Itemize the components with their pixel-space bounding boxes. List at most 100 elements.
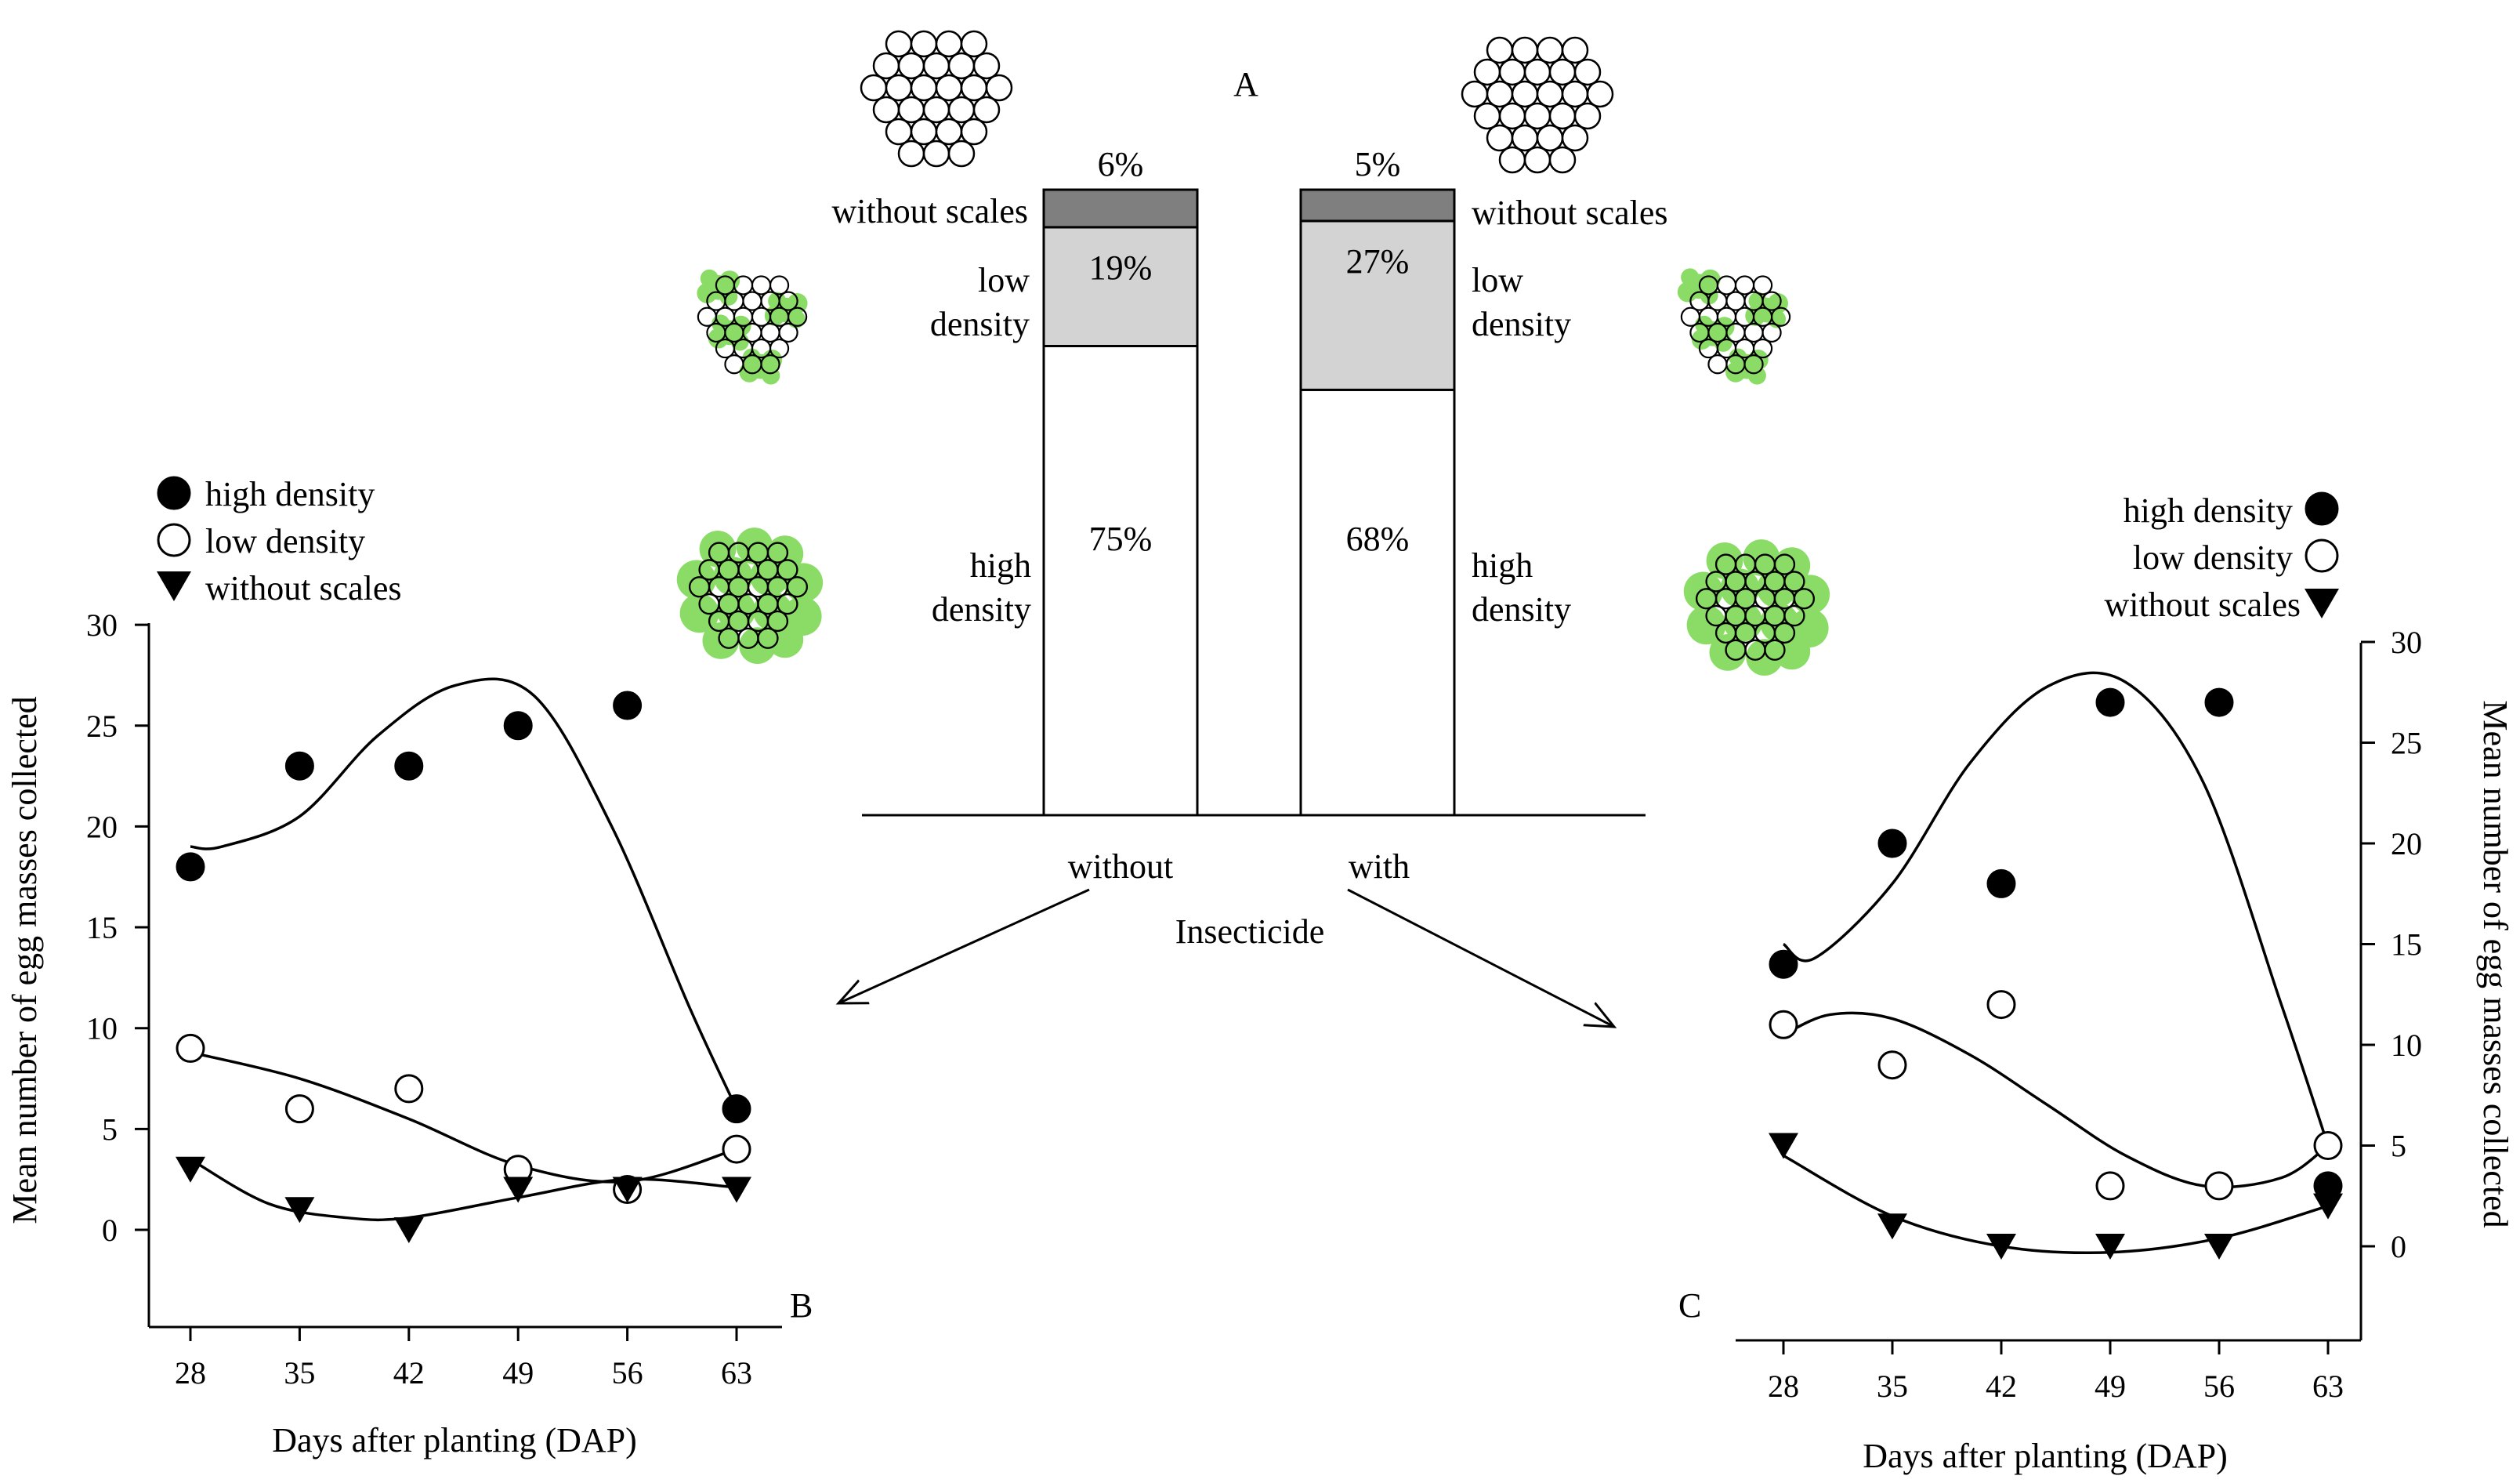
panel-c-x-axis-title: Days after planting (DAP) (1863, 1437, 2228, 1475)
point-without-scales-49 (503, 1177, 534, 1203)
egg-mass-high-density-icon-right (1683, 539, 1830, 676)
bar-label-with-low-density: 27% (1346, 242, 1410, 281)
panel-b-points (176, 691, 751, 1243)
point-without-scales-56 (612, 1177, 643, 1203)
egg-mass-high-density-icon-left (676, 528, 824, 665)
y-tick-label-10: 10 (2391, 1028, 2422, 1063)
panel-a-label: A (1233, 65, 1258, 103)
panel-a-right-label-without-scales: without scales (1472, 194, 1668, 232)
point-high-density-35 (1877, 829, 1907, 858)
panel-c-points (1769, 687, 2343, 1260)
point-low-density-49 (2095, 1171, 2125, 1201)
legend-c-low-density-label: low density (2133, 538, 2293, 577)
bar-label-without-without-scales: 6% (1098, 145, 1144, 183)
point-low-density-28 (1769, 1010, 1798, 1039)
y-tick-label-10: 10 (86, 1011, 118, 1046)
panel-c-fit-curves (1782, 671, 2330, 1255)
point-high-density-35 (284, 751, 314, 781)
legend-c-low-density-marker (2305, 538, 2339, 573)
x-tick-label-35: 35 (284, 1355, 315, 1391)
fit-curve-without-scales (1783, 1154, 2329, 1255)
panel-a-left-label-density-high: density (932, 590, 1031, 629)
x-tick-label-49: 49 (2095, 1369, 2126, 1404)
x-tick-label-56: 56 (2203, 1369, 2235, 1404)
point-low-density-35 (1877, 1050, 1907, 1080)
y-tick-label-5: 5 (2391, 1129, 2406, 1164)
bar-segment-without-without-scales (1042, 188, 1199, 229)
egg-mass-without-scales-icon-right (1461, 36, 1614, 174)
bar-label-without-low-density: 19% (1089, 248, 1153, 287)
legend-b-low-density-label: low density (205, 522, 365, 560)
x-tick-label-28: 28 (1768, 1369, 1799, 1404)
point-without-scales-56 (2204, 1234, 2234, 1260)
panel-c-legend: high density low density without scales (2104, 491, 2339, 624)
point-high-density-49 (503, 711, 533, 741)
panel-a-left-label-high: high (970, 546, 1031, 585)
panel-b-y-axis-title: Mean number of egg masses collected (5, 696, 44, 1224)
fit-curve-without-scales (190, 1158, 737, 1222)
point-low-density-28 (176, 1033, 205, 1063)
panel-a-category-with: with (1349, 847, 1410, 886)
panel-a-stacked-bar-chart: A 75%19%6%68%27%5% without with Insectic… (676, 30, 1830, 951)
point-high-density-28 (1769, 949, 1798, 979)
panel-a-right-label-density-high: density (1472, 590, 1571, 629)
bar-segment-with-without-scales (1299, 188, 1456, 223)
point-high-density-56 (2204, 687, 2234, 717)
egg-mass-low-density-icon-left (697, 269, 808, 385)
x-tick-label-42: 42 (1986, 1369, 2017, 1404)
point-low-density-35 (284, 1094, 314, 1124)
legend-b-low-density-marker (157, 523, 191, 557)
point-low-density-42 (394, 1074, 424, 1104)
y-tick-label-25: 25 (86, 709, 118, 744)
bar-segment-with-high-density (1299, 388, 1456, 817)
point-without-scales-35 (1877, 1213, 1907, 1240)
y-tick-label-0: 0 (2391, 1229, 2406, 1264)
panel-a-right-label-high: high (1472, 546, 1533, 585)
legend-c-high-density-marker (2305, 491, 2339, 526)
panel-a-bars (1042, 188, 1456, 817)
point-without-scales-35 (284, 1197, 315, 1224)
panel-a-x-axis-title: Insecticide (1175, 912, 1325, 951)
point-without-scales-28 (1769, 1133, 1798, 1159)
fit-curve-low-density (1783, 1011, 2330, 1189)
x-tick-label-28: 28 (175, 1355, 206, 1391)
y-tick-label-30: 30 (2391, 625, 2422, 660)
legend-b-without-scales-marker (157, 571, 191, 601)
y-tick-label-15: 15 (86, 910, 118, 945)
x-tick-label-63: 63 (2312, 1369, 2344, 1404)
panel-a-left-label-low: low (978, 261, 1030, 299)
point-low-density-63 (2313, 1131, 2343, 1160)
y-tick-label-25: 25 (2391, 726, 2422, 761)
fit-curve-high-density (190, 677, 738, 1110)
point-low-density-56 (2204, 1171, 2234, 1201)
panel-b-x-axis-title: Days after planting (DAP) (272, 1421, 637, 1459)
y-tick-label-20: 20 (86, 809, 118, 844)
y-tick-label-0: 0 (102, 1213, 118, 1248)
x-tick-label-42: 42 (393, 1355, 425, 1391)
point-without-scales-28 (176, 1156, 205, 1183)
legend-c-without-scales-label: without scales (2104, 586, 2301, 624)
point-without-scales-42 (393, 1217, 424, 1243)
panel-b-fit-curves (190, 677, 738, 1222)
x-tick-label-35: 35 (1877, 1369, 1908, 1404)
point-low-density-63 (722, 1134, 751, 1164)
x-tick-label-49: 49 (502, 1355, 534, 1391)
panel-a-left-label-density-low: density (930, 305, 1030, 343)
point-without-scales-49 (2095, 1234, 2125, 1260)
point-without-scales-63 (722, 1177, 751, 1203)
legend-c-high-density-label: high density (2124, 491, 2293, 530)
panel-a-left-label-without-scales: without scales (831, 192, 1028, 230)
bar-label-with-high-density: 68% (1346, 520, 1410, 558)
legend-b-high-density-marker (157, 476, 191, 510)
fit-curve-high-density (1782, 671, 2330, 1147)
x-tick-label-63: 63 (721, 1355, 752, 1391)
fit-curve-low-density (190, 1050, 737, 1184)
panel-c-y-axis-title: Mean number of egg masses collected (2476, 700, 2515, 1227)
point-without-scales-63 (2313, 1193, 2343, 1220)
point-low-density-42 (1986, 990, 2016, 1020)
